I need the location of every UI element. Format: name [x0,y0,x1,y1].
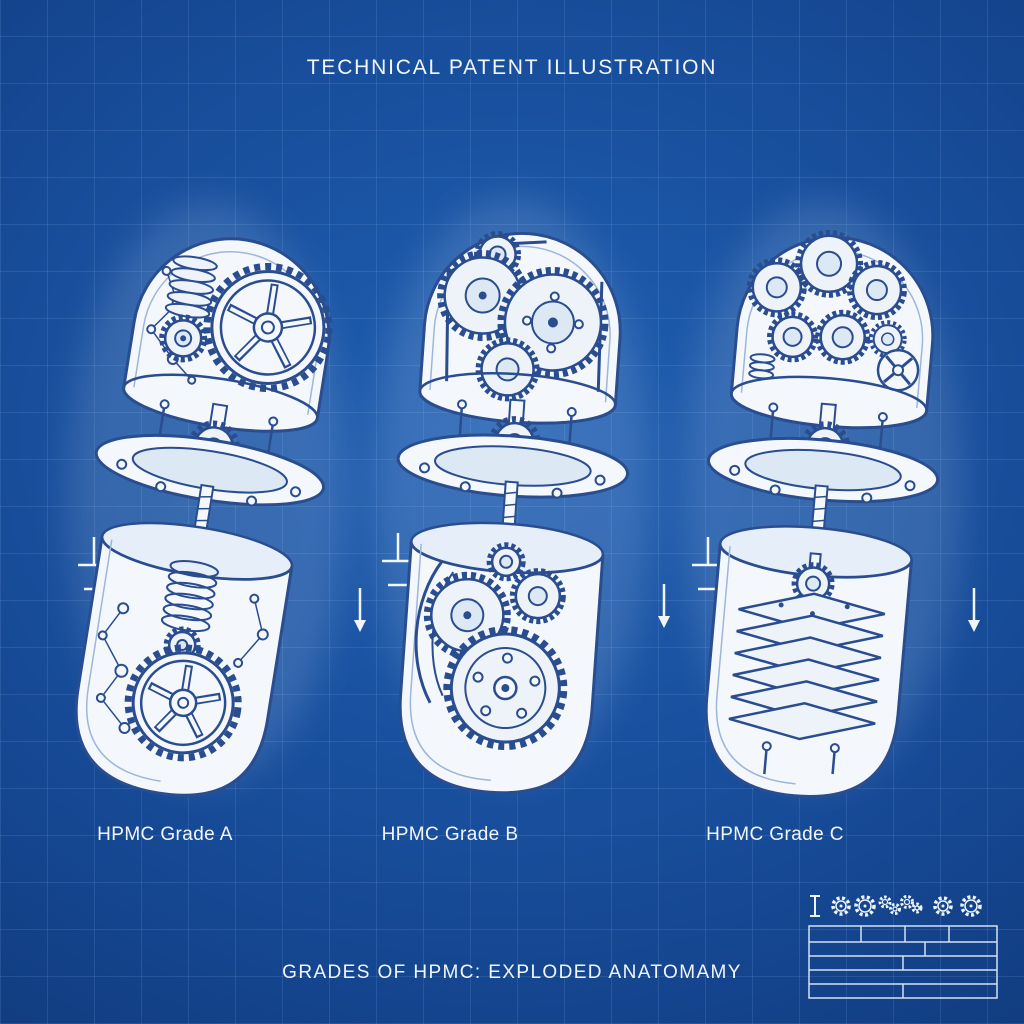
capsule-body [74,521,294,797]
gear-icon [437,250,529,342]
page-title: TECHNICAL PATENT ILLUSTRATION [306,56,718,79]
gear-icon [933,896,953,916]
figure-hpmc-grade-a [28,152,388,812]
arrow-down-icon [354,588,366,632]
screw-pins [761,741,840,775]
gear-icon [846,260,907,321]
molecule-network [95,593,269,734]
thread-stack [164,255,218,319]
figure-hpmc-grade-c [642,152,1002,812]
flange-ring [396,433,630,499]
plate-stack [728,592,886,741]
figure-label-grade-c: HPMC Grade C [706,824,844,845]
capsule-body [398,521,605,795]
screw-pins [768,402,888,450]
gear-icon [815,309,871,365]
gear-icon [889,903,901,915]
page-caption: GRADES OF HPMC: EXPLODED ANATOMAMY [282,962,742,983]
exploded-capsule-c [682,202,980,799]
gear-icon [486,542,526,582]
screw-pins [457,399,577,445]
gear-icon [443,626,568,751]
flange-ring [94,433,326,507]
capsule-body [704,525,914,799]
gear-icon [831,896,851,916]
title-block-grid [808,925,998,999]
spoked-wheel-icon [203,262,333,392]
arrow-down-icon [658,584,670,628]
title-block-drawing [808,895,998,999]
figure-hpmc-grade-b [332,148,692,808]
title-block [805,892,1005,1007]
gear-icon [767,311,819,363]
i-beam-icon [810,895,820,917]
spring-coil [160,560,219,633]
gear-icon [900,895,914,909]
capsule-top-cap [122,237,333,433]
gear-icon [911,902,923,914]
gear-icon [960,895,982,917]
gear-icon [878,895,892,909]
screw-pins [158,399,279,454]
arrow-down-icon [968,588,980,632]
gear-icon [854,895,876,917]
spoked-wheel-icon [124,644,242,762]
exploded-capsule-a [68,202,366,797]
gear-icon [475,337,540,402]
capsule-top-cap [729,229,935,430]
exploded-capsule-b [372,198,670,795]
figure-label-grade-a: HPMC Grade A [97,824,233,845]
gear-icon [159,314,208,363]
gear-icon [746,257,807,318]
figure-label-grade-b: HPMC Grade B [381,824,519,845]
gear-icon [509,568,566,625]
